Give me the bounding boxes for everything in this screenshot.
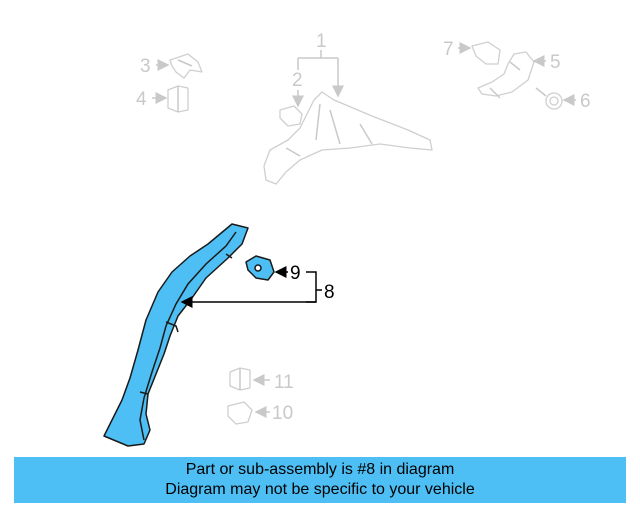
parts-diagram: 3 4 1 2 7 5 6 — [103, 31, 591, 447]
callout-5: 5 — [550, 52, 561, 73]
part-6-bolt — [535, 87, 563, 110]
part-11-clip — [229, 367, 251, 391]
part-1-upper-pillar — [263, 91, 433, 185]
callout-11: 11 — [274, 372, 294, 393]
callout-10: 10 — [272, 403, 293, 424]
callout-4: 4 — [136, 89, 147, 110]
part-3-clip — [169, 53, 203, 79]
callout-1: 1 — [316, 31, 327, 52]
part-10-clip — [227, 401, 253, 425]
part-8-pillar-trim — [103, 223, 249, 447]
callout-8: 8 — [324, 282, 335, 303]
info-banner: Part or sub-assembly is #8 in diagram Di… — [14, 457, 626, 503]
banner-line-1: Part or sub-assembly is #8 in diagram — [185, 461, 455, 478]
callout-8-bracket — [306, 271, 322, 303]
part-4-clip — [167, 85, 189, 113]
callout-2: 2 — [292, 70, 303, 91]
callout-1-bracket — [298, 50, 338, 59]
callout-7: 7 — [443, 39, 454, 60]
part-2-clip — [279, 105, 303, 127]
part-7-clip — [471, 41, 501, 65]
callout-6: 6 — [580, 91, 591, 112]
callout-9: 9 — [290, 263, 301, 284]
callout-3: 3 — [140, 56, 151, 77]
banner-line-2: Diagram may not be specific to your vehi… — [165, 481, 475, 498]
part-9-clip — [245, 255, 275, 281]
